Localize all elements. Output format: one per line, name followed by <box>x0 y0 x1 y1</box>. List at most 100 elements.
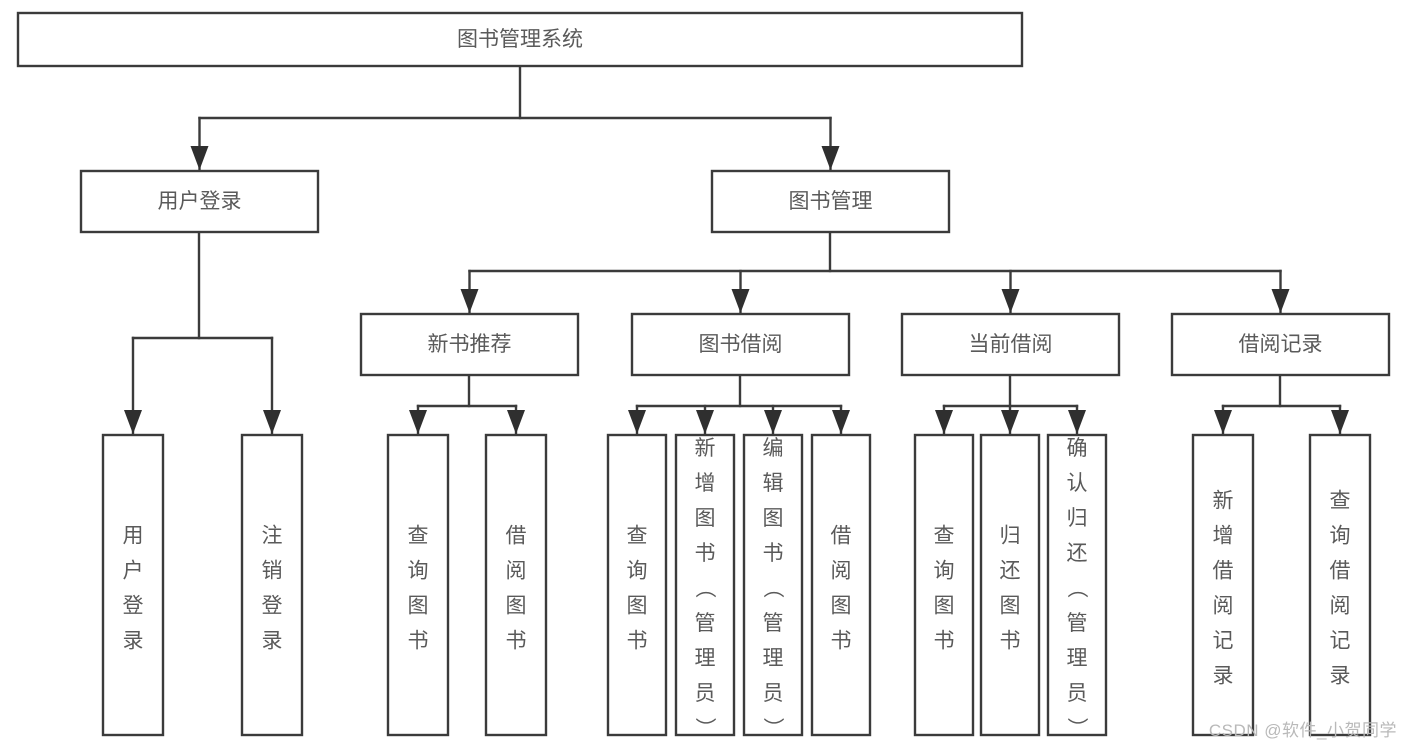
connector-group <box>460 230 1290 314</box>
node-box-leaf-add-book[interactable] <box>674 433 736 737</box>
node-label-char: ） <box>1065 717 1088 738</box>
node-box-leaf-user-login[interactable] <box>101 433 165 737</box>
node-label-current-borrow: 当前借阅 <box>969 333 1053 356</box>
node-leaf-return-book[interactable]: 归还图书归还图书 <box>979 433 1041 737</box>
node-leaf-add-borrow-record[interactable]: 新增借阅记录新增借阅记录 <box>1191 433 1255 737</box>
node-label-char: 书 <box>408 629 429 652</box>
arrow-head-icon <box>190 146 209 170</box>
node-user-login[interactable]: 用户登录 <box>79 169 320 234</box>
node-label-char: 图 <box>831 594 852 617</box>
node-box-leaf-borrow-book-2[interactable] <box>810 433 872 737</box>
arrow-head-icon <box>263 410 281 434</box>
node-label-user-login: 用户登录 <box>158 190 242 213</box>
arrow-head-icon <box>764 410 782 434</box>
node-borrow-record[interactable]: 借阅记录 <box>1170 312 1391 377</box>
node-label-borrow-record: 借阅记录 <box>1239 333 1323 356</box>
node-leaf-borrow-book-1[interactable]: 借阅图书借阅图书 <box>484 433 548 737</box>
node-new-book-recommend[interactable]: 新书推荐 <box>359 312 580 377</box>
node-label-book-borrow: 图书借阅 <box>699 333 783 356</box>
node-box-leaf-user-logout[interactable] <box>240 433 304 737</box>
node-box-user-login[interactable] <box>79 169 320 234</box>
node-box-current-borrow[interactable] <box>900 312 1121 377</box>
node-label-char: 借 <box>1330 559 1351 582</box>
node-label-char: 书 <box>695 542 716 565</box>
node-label-char: 员 <box>695 682 716 705</box>
node-label-char: 阅 <box>1330 594 1351 617</box>
node-label-char: 录 <box>123 629 144 652</box>
node-label-new-book-recommend: 新书推荐 <box>428 333 512 356</box>
node-label-char: 员 <box>1067 682 1088 705</box>
node-box-leaf-borrow-book-1[interactable] <box>484 433 548 737</box>
node-box-leaf-confirm-return[interactable] <box>1046 433 1108 737</box>
node-leaf-borrow-book-2[interactable]: 借阅图书借阅图书 <box>810 433 872 737</box>
arrow-head-icon <box>628 410 646 434</box>
node-label-char: 图 <box>695 507 716 530</box>
node-label-char: 询 <box>1330 524 1351 547</box>
node-box-leaf-edit-book[interactable] <box>742 433 804 737</box>
node-label-char: 销 <box>262 559 283 582</box>
node-leaf-query-book-1[interactable]: 查询图书查询图书 <box>386 433 450 737</box>
node-leaf-user-logout[interactable]: 注销登录注销登录 <box>240 433 304 737</box>
node-label-char: 图 <box>934 594 955 617</box>
node-box-borrow-record[interactable] <box>1170 312 1391 377</box>
node-label-char: 员 <box>763 682 784 705</box>
arrow-head-icon <box>1068 410 1086 434</box>
node-label-char: 借 <box>506 524 527 547</box>
node-box-leaf-return-book[interactable] <box>979 433 1041 737</box>
node-label-char: （ <box>693 577 716 598</box>
arrow-head-icon <box>1001 289 1020 313</box>
node-current-borrow[interactable]: 当前借阅 <box>900 312 1121 377</box>
node-box-leaf-query-book-2[interactable] <box>606 433 668 737</box>
node-label-char: 图 <box>1000 594 1021 617</box>
node-label-char: 增 <box>1213 524 1234 547</box>
node-label-char: 书 <box>831 629 852 652</box>
node-box-leaf-query-borrow-record[interactable] <box>1308 433 1372 737</box>
node-leaf-query-borrow-record[interactable]: 查询借阅记录查询借阅记录 <box>1308 433 1372 737</box>
node-box-leaf-query-book-3[interactable] <box>913 433 975 737</box>
node-leaf-query-book-2[interactable]: 查询图书查询图书 <box>606 433 668 737</box>
node-book-manage[interactable]: 图书管理 <box>710 169 951 234</box>
node-box-root[interactable] <box>16 11 1024 68</box>
node-label-char: 图 <box>763 507 784 530</box>
node-label-char: 辑 <box>763 472 784 495</box>
node-label-char: 图 <box>627 594 648 617</box>
node-label-char: 录 <box>1330 664 1351 687</box>
arrow-head-icon <box>731 289 750 313</box>
arrow-head-icon <box>1331 410 1349 434</box>
node-label-char: 查 <box>408 524 429 547</box>
node-leaf-query-book-3[interactable]: 查询图书查询图书 <box>913 433 975 737</box>
node-book-borrow[interactable]: 图书借阅 <box>630 312 851 377</box>
node-label-char: 新 <box>1213 489 1234 512</box>
arrow-head-icon <box>696 410 714 434</box>
node-label-char: 阅 <box>831 559 852 582</box>
node-label-char: 询 <box>627 559 648 582</box>
node-box-leaf-query-book-1[interactable] <box>386 433 450 737</box>
node-label-char: 查 <box>627 524 648 547</box>
node-label-char: 理 <box>763 647 784 670</box>
node-box-new-book-recommend[interactable] <box>359 312 580 377</box>
node-label-char: 理 <box>695 647 716 670</box>
node-label-char: （ <box>761 577 784 598</box>
node-label-char: 新 <box>695 437 716 460</box>
node-label-char: 确 <box>1067 437 1088 460</box>
node-label-char: 管 <box>695 612 716 635</box>
node-label-char: 查 <box>934 524 955 547</box>
connector-group <box>124 230 281 435</box>
node-label-char: 阅 <box>1213 594 1234 617</box>
node-label-char: 归 <box>1000 524 1021 547</box>
arrow-head-icon <box>1001 410 1019 434</box>
node-label-char: 录 <box>262 629 283 652</box>
node-box-book-borrow[interactable] <box>630 312 851 377</box>
arrow-head-icon <box>124 410 142 434</box>
node-label-char: 借 <box>831 524 852 547</box>
node-root[interactable]: 图书管理系统 <box>16 11 1024 68</box>
node-box-leaf-add-borrow-record[interactable] <box>1191 433 1255 737</box>
node-leaf-user-login[interactable]: 用户登录用户登录 <box>101 433 165 737</box>
node-label-char: 注 <box>262 524 283 547</box>
node-box-book-manage[interactable] <box>710 169 951 234</box>
node-label-char: 管 <box>763 612 784 635</box>
